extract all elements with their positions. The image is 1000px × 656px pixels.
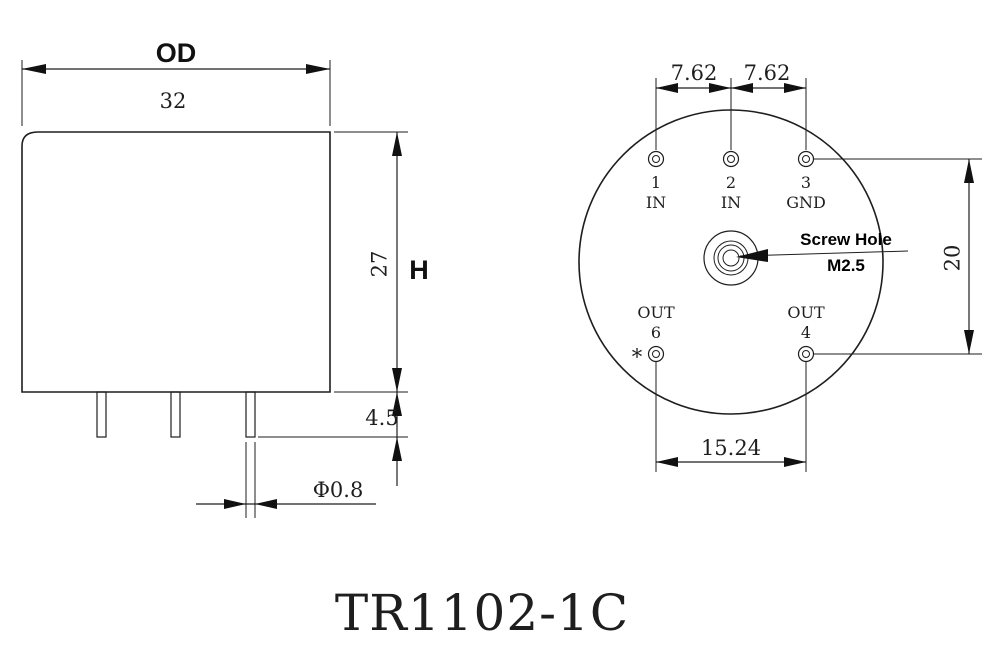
pitch-right-value: 7.62 xyxy=(744,61,791,85)
h-label: H xyxy=(409,255,429,285)
pin-diameter-value: Φ0.8 xyxy=(313,478,364,502)
pin-3: 3 GND xyxy=(786,150,826,212)
pin-length-dimension: 4.5 xyxy=(258,392,408,486)
screw-hole-label: Screw Hole xyxy=(800,230,892,249)
pin-4-function: OUT xyxy=(787,303,825,322)
side-view: OD 32 27 H 4.5 Φ0.8 xyxy=(21,38,429,518)
pin xyxy=(245,391,256,438)
out-spacing-value: 15.24 xyxy=(701,436,761,460)
row-spacing-value: 20 xyxy=(941,245,965,272)
pin-length-value: 4.5 xyxy=(365,406,398,430)
pin xyxy=(96,391,107,438)
model-name: TR1102-1C xyxy=(335,584,629,642)
pin-1-function: IN xyxy=(646,193,666,212)
polarity-mark: * xyxy=(632,345,643,369)
pin-3-function: GND xyxy=(786,193,826,212)
pin-4: OUT 4 xyxy=(787,303,825,363)
pin-hole xyxy=(722,150,740,168)
component-body xyxy=(21,131,331,393)
pin xyxy=(170,391,181,438)
pin-3-number: 3 xyxy=(801,173,811,192)
out-spacing-dimension: 15.24 xyxy=(655,362,807,472)
pin-6-function: OUT xyxy=(637,303,675,322)
h-value: 27 xyxy=(368,251,392,278)
pin-2: 2 IN xyxy=(721,150,741,212)
screw-hole: Screw Hole M2.5 xyxy=(703,230,909,286)
pin-hole xyxy=(647,345,665,363)
pin-6: OUT 6 * xyxy=(632,303,675,369)
pin-hole xyxy=(797,150,815,168)
od-dimension: OD 32 xyxy=(21,38,331,126)
od-value: 32 xyxy=(160,89,187,113)
pitch-left-value: 7.62 xyxy=(671,61,718,85)
bottom-view: 7.62 7.62 20 15.24 1 IN xyxy=(578,61,982,472)
h-dimension: 27 H xyxy=(334,131,429,393)
pins xyxy=(96,391,256,438)
screw-hole-size: M2.5 xyxy=(827,256,865,275)
pin-1-number: 1 xyxy=(651,173,661,192)
pin-2-function: IN xyxy=(721,193,741,212)
pin-6-number: 6 xyxy=(651,323,661,342)
pin-1: 1 IN xyxy=(646,150,666,212)
pin-2-number: 2 xyxy=(726,173,736,192)
pin-hole xyxy=(797,345,815,363)
pin-diameter-dimension: Φ0.8 xyxy=(196,442,376,518)
od-label: OD xyxy=(156,38,197,68)
pin-hole xyxy=(647,150,665,168)
pitch-dimension: 7.62 7.62 xyxy=(655,61,807,150)
pin-4-number: 4 xyxy=(801,323,811,342)
row-spacing-dimension: 20 xyxy=(814,158,982,355)
